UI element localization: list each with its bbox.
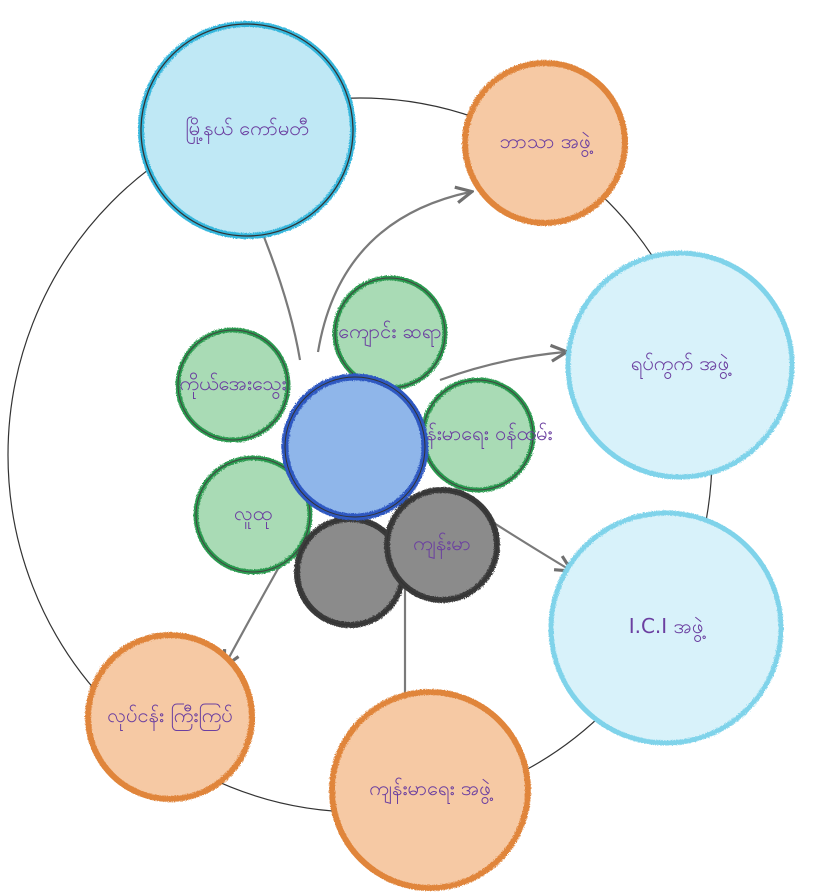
node-petal-ll: လူထု — [193, 455, 313, 575]
label-petal-ll: လူထု — [234, 501, 272, 529]
node-outer-top: ဘာသာ အဖွဲ့ — [462, 60, 628, 226]
label-outer-tl: မြို့နယ် ကော်မတီ — [185, 116, 309, 144]
arrow-to-outer-top — [316, 192, 470, 353]
label-outer-top: ဘာသာ အဖွဲ့ — [499, 129, 592, 157]
node-petal-top: ကျောင်း ဆရာ — [332, 275, 448, 391]
node-outer-r1: ရပ်ကွက် အဖွဲ့ — [565, 250, 795, 480]
label-outer-r1: ရပ်ကွက် အဖွဲ့ — [631, 351, 731, 379]
node-outer-bl: လုပ်ငန်း ကြီးကြပ် — [85, 632, 255, 802]
label-outer-bot: ကျန်းမာရေး အဖွဲ့ — [369, 776, 492, 804]
node-petal-br: ကျန်းမာ — [384, 487, 500, 603]
node-outer-r2: I.C.I အဖွဲ့ — [548, 510, 784, 746]
label-petal-br: ကျန်းမာ — [413, 531, 471, 559]
node-petal-right: ကျန်းမာရေး ဝန်ထမ်း — [403, 377, 553, 493]
label-petal-top: ကျောင်း ဆရာ — [338, 319, 441, 347]
outer-nodes: မြို့နယ် ကော်မတီ ဘာသာ အဖွဲ့ ရပ်ကွက် အဖွဲ… — [85, 21, 795, 891]
label-petal-lu: ကိုယ်အေးသွေး — [180, 371, 287, 399]
node-petal-lu: ကိုယ်အေးသွေး — [175, 327, 291, 443]
node-center — [281, 373, 429, 521]
label-outer-r2: I.C.I အဖွဲ့ — [629, 614, 706, 642]
arrow-to-outer-r1 — [439, 352, 565, 382]
node-outer-bot: ကျန်းမာရေး အဖွဲ့ — [329, 689, 531, 891]
label-outer-bl: လုပ်ငန်း ကြီးကြပ် — [107, 703, 232, 731]
arrow-to-outer-tl — [258, 222, 302, 361]
inner-nodes: ကျောင်း ဆရာ ကျန်းမာရေး ဝန်ထမ်း ကိုယ်အေးသ… — [175, 275, 553, 628]
node-outer-tl: မြို့နယ် ကော်မတီ — [138, 21, 356, 239]
